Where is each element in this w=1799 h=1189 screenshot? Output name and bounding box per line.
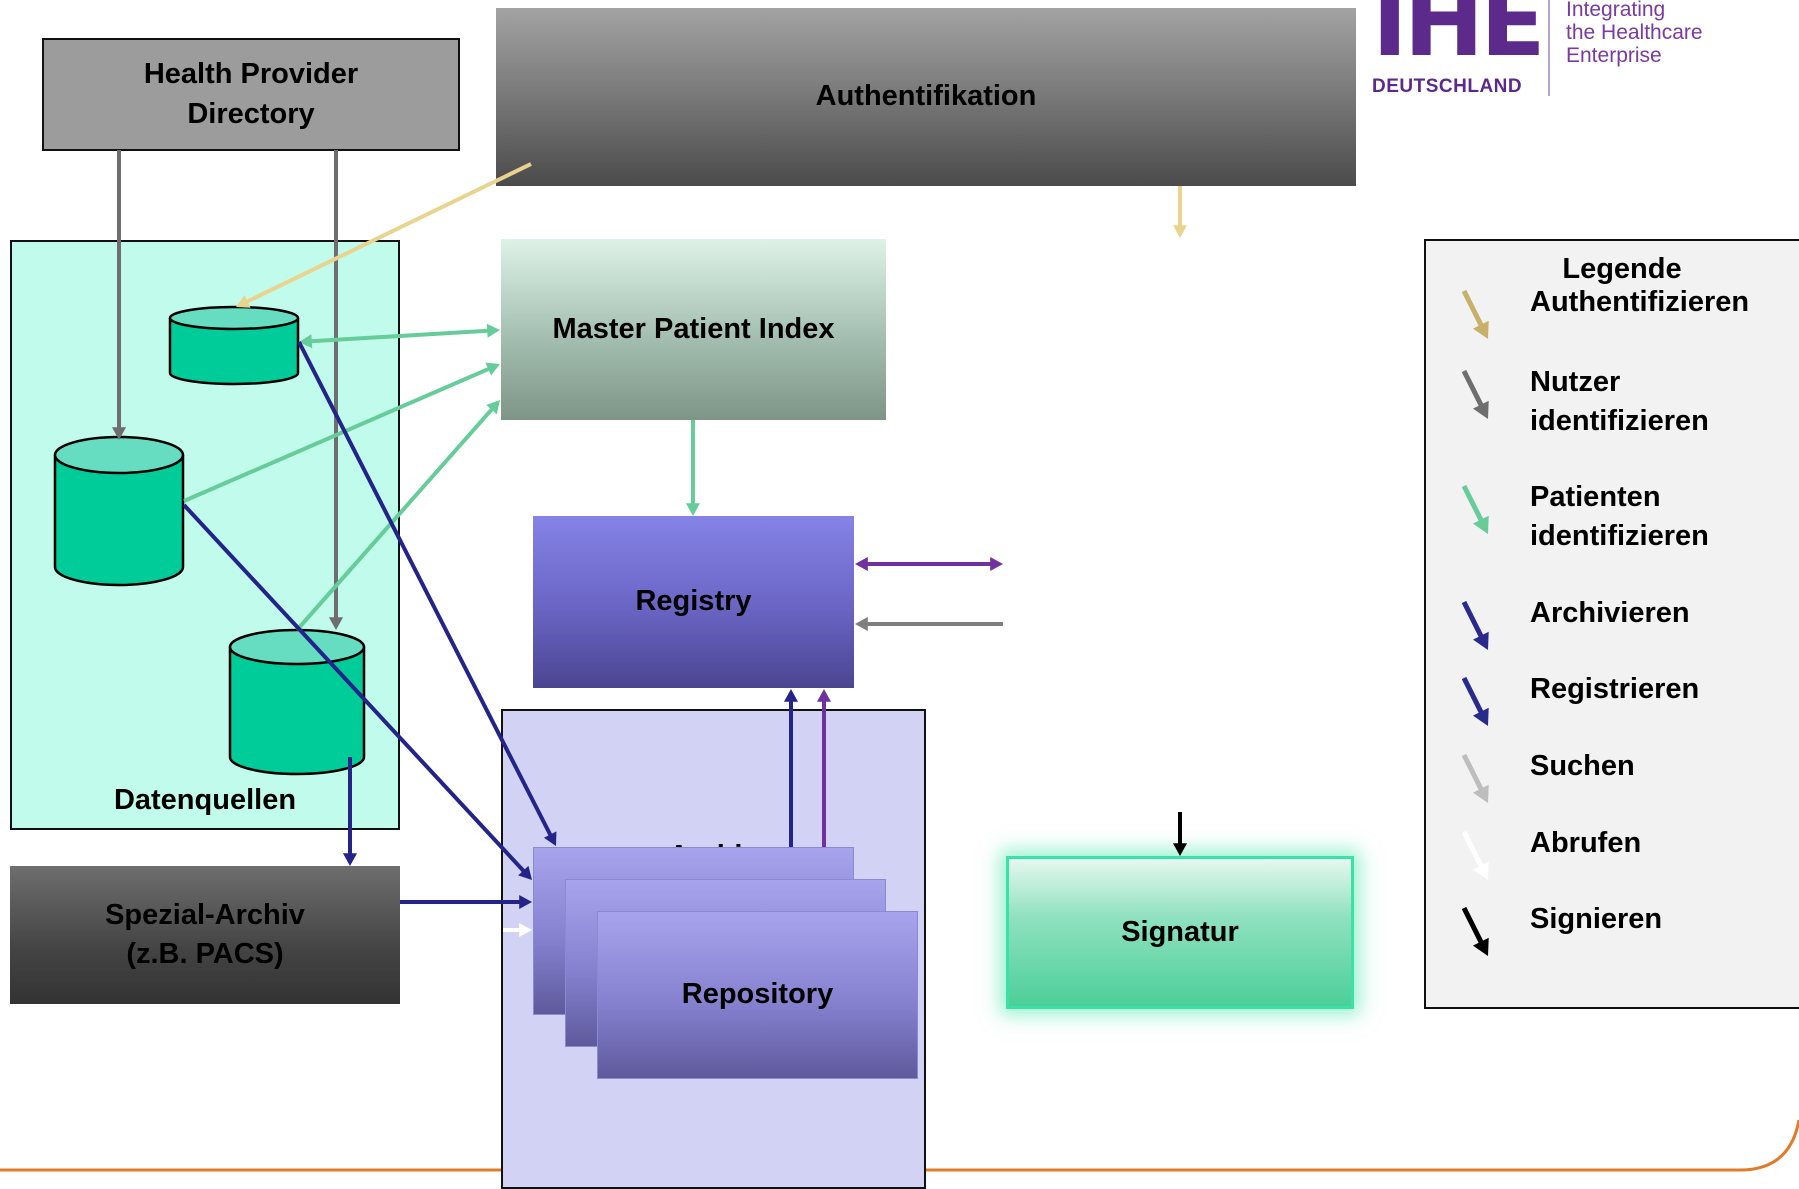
spezial-archiv-box[interactable]: Spezial-Archiv (z.B. PACS) <box>10 866 400 1004</box>
legend-arrow-line-head <box>1472 400 1489 419</box>
legend-title: Legende <box>1562 253 1682 285</box>
legend-item: Nutzer identifizieren <box>1426 363 1799 439</box>
registry-box[interactable]: Registry <box>533 516 854 688</box>
arrow-icon <box>1462 753 1489 803</box>
legend-arrow-line-head <box>1472 631 1489 650</box>
legend-arrow-line-head <box>1472 784 1489 803</box>
legend-arrow-line-head <box>1472 320 1489 339</box>
legend-item-label: Suchen <box>1530 750 1635 782</box>
authentifikation-box[interactable]: Authentifikation <box>496 8 1356 186</box>
legend-arrow-line <box>1462 906 1485 946</box>
logo-divider <box>1548 0 1550 96</box>
arrow-icon <box>1462 289 1489 339</box>
legend-arrow-line-head <box>1472 707 1489 726</box>
legend-arrow-line <box>1462 369 1485 409</box>
arrow-icon <box>1462 484 1489 534</box>
arrow-icon <box>1462 676 1489 726</box>
legend-item: Registrieren <box>1426 670 1799 746</box>
footer-line <box>0 1119 1799 1172</box>
spezial-archiv-label: Spezial-Archiv (z.B. PACS) <box>105 898 305 970</box>
legend-item: Authentifizieren <box>1426 283 1799 359</box>
arrow-icon <box>1462 600 1489 650</box>
logo-mark: IHE <box>1372 0 1546 78</box>
authentifikation-label: Authentifikation <box>815 80 1037 113</box>
legend-item: Patienten identifizieren <box>1426 478 1799 554</box>
legend-item-label: Abrufen <box>1530 827 1642 859</box>
legend-arrow-line-head <box>1472 515 1489 534</box>
logo-country: DEUTSCHLAND <box>1372 76 1523 97</box>
datenquellen-container[interactable]: Datenquellen <box>10 240 400 830</box>
legend-arrow-line <box>1462 753 1485 793</box>
legend-item: Signieren <box>1426 900 1799 976</box>
legend-arrow-line <box>1462 600 1485 640</box>
legend-item-label: Registrieren <box>1530 673 1700 705</box>
arrow-icon <box>1462 369 1489 419</box>
logo-tagline: Integrating the Healthcare Enterprise <box>1566 0 1703 67</box>
master-patient-index-label: Master Patient Index <box>552 312 835 345</box>
ihe-logo: IHE DEUTSCHLAND Integrating the Healthca… <box>1372 0 1732 100</box>
signatur-box[interactable]: Signatur <box>1006 856 1354 1009</box>
legend-arrow-line-head <box>1472 861 1489 880</box>
health-provider-directory-box[interactable]: Health Provider Directory <box>42 38 460 151</box>
legend-arrow-line-head <box>1472 937 1489 956</box>
signatur-label: Signatur <box>1121 915 1239 948</box>
legend-item-label: Archivieren <box>1530 597 1690 629</box>
legend-item: Suchen <box>1426 747 1799 823</box>
legend-arrow-line <box>1462 676 1485 716</box>
master-patient-index-box[interactable]: Master Patient Index <box>501 239 886 420</box>
legend-item-label: Signieren <box>1530 903 1663 935</box>
legend-item-label: Nutzer identifizieren <box>1530 366 1709 437</box>
legend-arrow-line <box>1462 484 1485 524</box>
legend-item-label: Patienten identifizieren <box>1530 481 1709 552</box>
legend-item-label: Authentifizieren <box>1530 286 1750 318</box>
registry-label: Registry <box>635 585 752 618</box>
arrow-icon <box>1462 830 1489 880</box>
repository-label: Repository <box>681 978 834 1011</box>
repository-box[interactable]: Repository <box>597 911 918 1079</box>
arrow-icon <box>1462 906 1489 956</box>
legend-item: Archivieren <box>1426 594 1799 670</box>
health-provider-directory-label: Health Provider Directory <box>143 58 359 130</box>
legend-arrow-line <box>1462 289 1485 329</box>
legend-arrow-line <box>1462 830 1485 870</box>
legend-item: Abrufen <box>1426 824 1799 900</box>
datenquellen-label: Datenquellen <box>113 783 297 816</box>
